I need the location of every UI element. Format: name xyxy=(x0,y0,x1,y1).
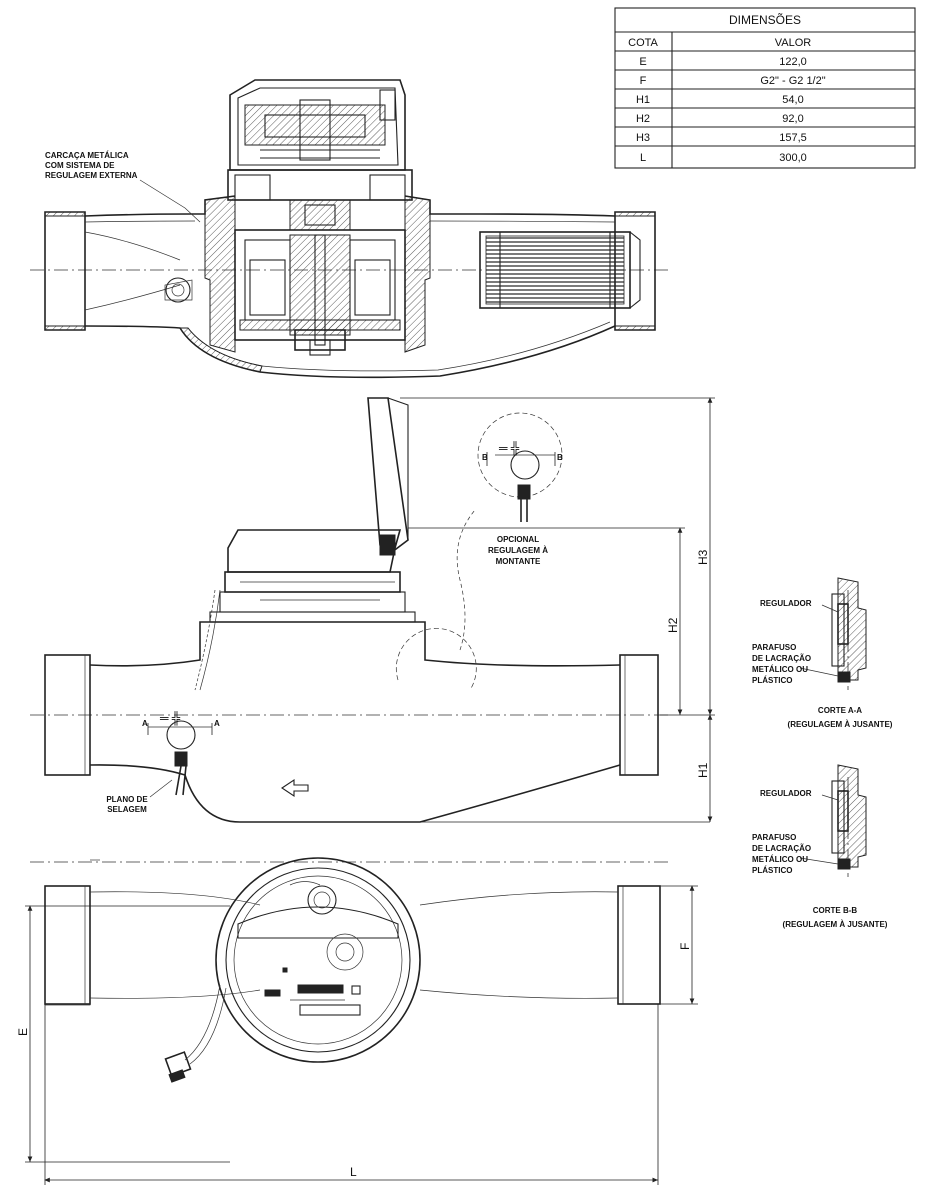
label-plano: PLANO DE xyxy=(106,795,148,804)
label-parafuso: DE LACRAÇÃO xyxy=(752,654,811,663)
table-cell-cota: H2 xyxy=(636,113,650,125)
label-parafuso: PLÁSTICO xyxy=(752,866,792,875)
table-cell-cota: H3 xyxy=(636,132,650,144)
table-cell-cota: E xyxy=(639,56,646,68)
table-cell-valor: 122,0 xyxy=(779,56,807,68)
label-parafuso: PLÁSTICO xyxy=(752,676,792,685)
table-header-valor: VALOR xyxy=(775,37,812,49)
regulator-symbol: ═ ╬ xyxy=(159,711,181,726)
plan-view: E F L xyxy=(16,857,698,1185)
table-cell-valor: 54,0 xyxy=(782,94,803,106)
elevation-view: A A ═ ╬ PLANO DE SELAGEM B B ═ ╬ OPCIONA… xyxy=(30,397,715,823)
label-corte-a: (REGULAGEM À JUSANTE) xyxy=(788,720,893,729)
dim-f: F xyxy=(678,943,692,950)
table-title: DIMENSÕES xyxy=(729,12,801,27)
dim-h3: H3 xyxy=(696,549,710,565)
table-cell-valor: 92,0 xyxy=(782,113,803,125)
label-parafuso: DE LACRAÇÃO xyxy=(752,844,811,853)
table-cell-valor: G2" - G2 1/2" xyxy=(760,75,825,87)
detail-corte-a: REGULADOR PARAFUSO DE LACRAÇÃO METÁLICO … xyxy=(752,577,893,729)
label-corte-b: CORTE B-B xyxy=(813,906,858,915)
detail-corte-b: REGULADOR PARAFUSO DE LACRAÇÃO METÁLICO … xyxy=(752,764,888,929)
table-cell-cota: F xyxy=(640,75,647,87)
label-regulador: REGULADOR xyxy=(760,599,812,608)
dim-h2: H2 xyxy=(666,617,680,633)
label-plano: SELAGEM xyxy=(107,805,147,814)
dim-e: E xyxy=(16,1028,30,1036)
dimensions-table: DIMENSÕES COTA VALOR E 122,0 F G2" - G2 … xyxy=(614,7,916,169)
label-corte-a: CORTE A-A xyxy=(818,706,862,715)
label-opcional: MONTANTE xyxy=(496,557,541,566)
dim-h1: H1 xyxy=(696,762,710,778)
section-mark-b: B xyxy=(557,453,563,462)
label-parafuso: PARAFUSO xyxy=(752,833,796,842)
table-cell-valor: 157,5 xyxy=(779,132,807,144)
regulator-symbol: ═ ╬ xyxy=(498,441,520,456)
table-cell-valor: 300,0 xyxy=(779,152,807,164)
section-mark-a: A xyxy=(142,719,148,728)
section-mark-a: A xyxy=(214,719,220,728)
label-corte-b: (REGULAGEM À JUSANTE) xyxy=(783,920,888,929)
label-carcaca: COM SISTEMA DE xyxy=(45,161,115,170)
label-parafuso: METÁLICO OU xyxy=(752,665,808,674)
label-parafuso: PARAFUSO xyxy=(752,643,796,652)
section-mark-b: B xyxy=(482,453,488,462)
dim-l: L xyxy=(350,1165,357,1179)
table-cell-cota: L xyxy=(640,152,646,164)
table-cell-cota: H1 xyxy=(636,94,650,106)
label-carcaca: REGULAGEM EXTERNA xyxy=(45,171,138,180)
label-opcional: OPCIONAL xyxy=(497,535,539,544)
label-regulador: REGULADOR xyxy=(760,789,812,798)
label-opcional: REGULAGEM À xyxy=(488,546,548,555)
table-header-cota: COTA xyxy=(628,37,658,49)
section-view: CARCAÇA METÁLICA COM SISTEMA DE REGULAGE… xyxy=(30,79,672,379)
label-parafuso: METÁLICO OU xyxy=(752,855,808,864)
label-carcaca: CARCAÇA METÁLICA xyxy=(45,151,129,160)
